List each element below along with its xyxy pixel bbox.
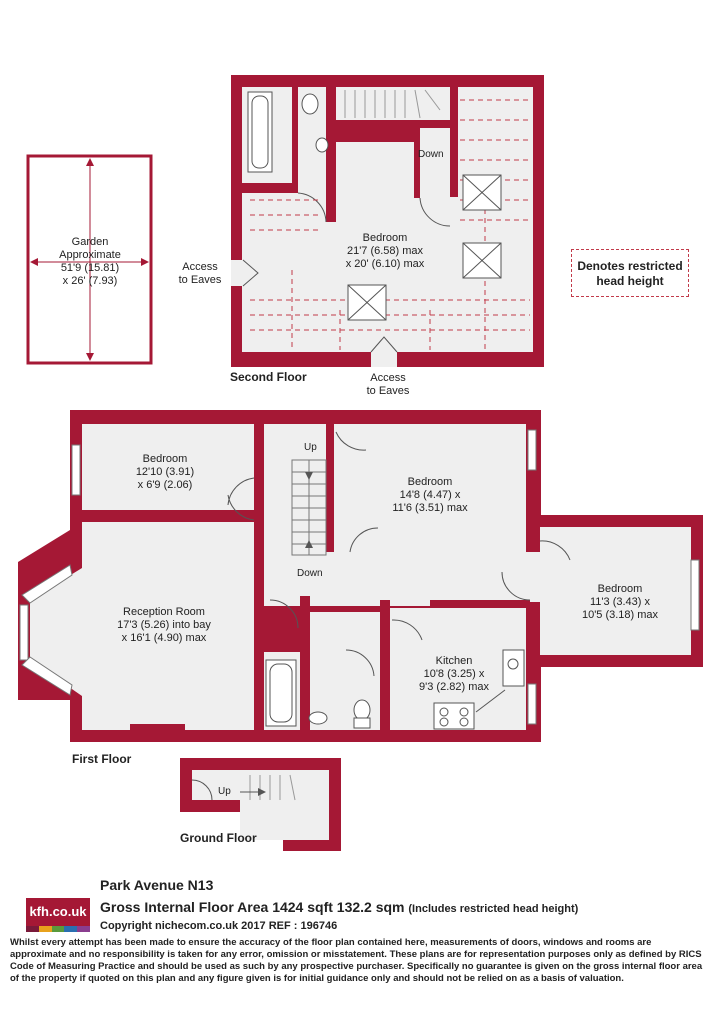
second-floor-label: Second Floor [230, 370, 307, 384]
garden-dim1: 51'9 (15.81) [60, 262, 120, 274]
logo-bar [38, 926, 52, 932]
room-dim2: x 16'1 (4.90) max [121, 632, 207, 644]
access-eaves-bottom-l2: to Eaves [366, 385, 410, 397]
room-name: Bedroom [407, 476, 453, 488]
room-dim1: 14'8 (4.47) x [399, 489, 461, 501]
garden-outline [26, 154, 153, 365]
logo-bar [77, 926, 90, 932]
restricted-head-height-legend: Denotes restricted head height [571, 249, 689, 297]
reception-room-label: Reception Room 17'3 (5.26) into bay x 16… [90, 606, 238, 645]
first-floor-up-label: Up [304, 442, 317, 453]
garden-label: Garden Approximate 51'9 (15.81) x 26' (7… [40, 236, 140, 288]
second-floor-bedroom-label: Bedroom 21'7 (6.58) max x 20' (6.10) max [315, 232, 455, 271]
access-eaves-left: Access to Eaves [168, 261, 232, 287]
room-dim2: 10'5 (3.18) max [581, 609, 659, 621]
property-address: Park Avenue N13 [100, 877, 214, 893]
room-dim2: x 20' (6.10) max [345, 258, 425, 270]
room-name: Kitchen [435, 655, 473, 667]
room-dim2: 9'3 (2.82) max [419, 681, 489, 693]
legend-line2: head height [596, 274, 664, 288]
logo-text: kfh.co.uk [29, 904, 87, 919]
first-floor-label: First Floor [72, 752, 132, 766]
logo-bar [64, 926, 78, 932]
garden-title: Garden [71, 236, 109, 248]
garden-approx: Approximate [59, 249, 121, 261]
room-dim2: x 6'9 (2.06) [137, 479, 193, 491]
kfh-logo: kfh.co.uk [26, 898, 90, 932]
garden-dim2: x 26' (7.93) [62, 275, 118, 287]
gross-internal-area: Gross Internal Floor Area 1424 sqft 132.… [100, 899, 578, 915]
disclaimer: Whilst every attempt has been made to en… [10, 937, 703, 984]
room-dim1: 11'3 (3.43) x [590, 596, 650, 608]
ground-floor-structure [180, 758, 341, 851]
copyright: Copyright nichecom.co.uk 2017 REF : 1967… [100, 920, 338, 932]
ground-floor-up-label: Up [218, 786, 231, 797]
access-eaves-left-l2: to Eaves [178, 274, 222, 286]
logo-bar [51, 926, 65, 932]
ground-floor-label: Ground Floor [180, 831, 257, 845]
access-eaves-left-l1: Access [182, 261, 218, 273]
floor-plan-drawing [18, 75, 703, 851]
bedroom-b-label: Bedroom 14'8 (4.47) x 11'6 (3.51) max [370, 476, 490, 515]
kitchen-label: Kitchen 10'8 (3.25) x 9'3 (2.82) max [398, 655, 510, 694]
room-name: Bedroom [362, 232, 408, 244]
bedroom-a-label: Bedroom 12'10 (3.91) x 6'9 (2.06) [100, 453, 230, 492]
room-name: Reception Room [123, 606, 205, 618]
logo-color-bars [26, 926, 90, 932]
room-dim1: 21'7 (6.58) max [346, 245, 424, 257]
legend-line1: Denotes restricted [577, 259, 683, 273]
room-dim2: 11'6 (3.51) max [392, 502, 468, 514]
room-dim1: 10'8 (3.25) x [423, 668, 485, 680]
second-floor-structure [231, 75, 544, 367]
room-name: Bedroom [142, 453, 188, 465]
second-floor-down-label: Down [418, 149, 444, 160]
access-eaves-bottom-l1: Access [370, 372, 406, 384]
bedroom-c-label: Bedroom 11'3 (3.43) x 10'5 (3.18) max [560, 583, 680, 622]
gia-value: Gross Internal Floor Area 1424 sqft 132.… [100, 899, 405, 915]
access-eaves-bottom: Access to Eaves [356, 372, 420, 398]
room-name: Bedroom [597, 583, 643, 595]
first-floor-structure [18, 410, 703, 742]
logo-bar [26, 926, 39, 932]
room-dim1: 12'10 (3.91) [135, 466, 195, 478]
gia-note: (Includes restricted head height) [408, 903, 579, 915]
first-floor-down-label: Down [297, 568, 323, 579]
room-dim1: 17'3 (5.26) into bay [117, 619, 211, 631]
